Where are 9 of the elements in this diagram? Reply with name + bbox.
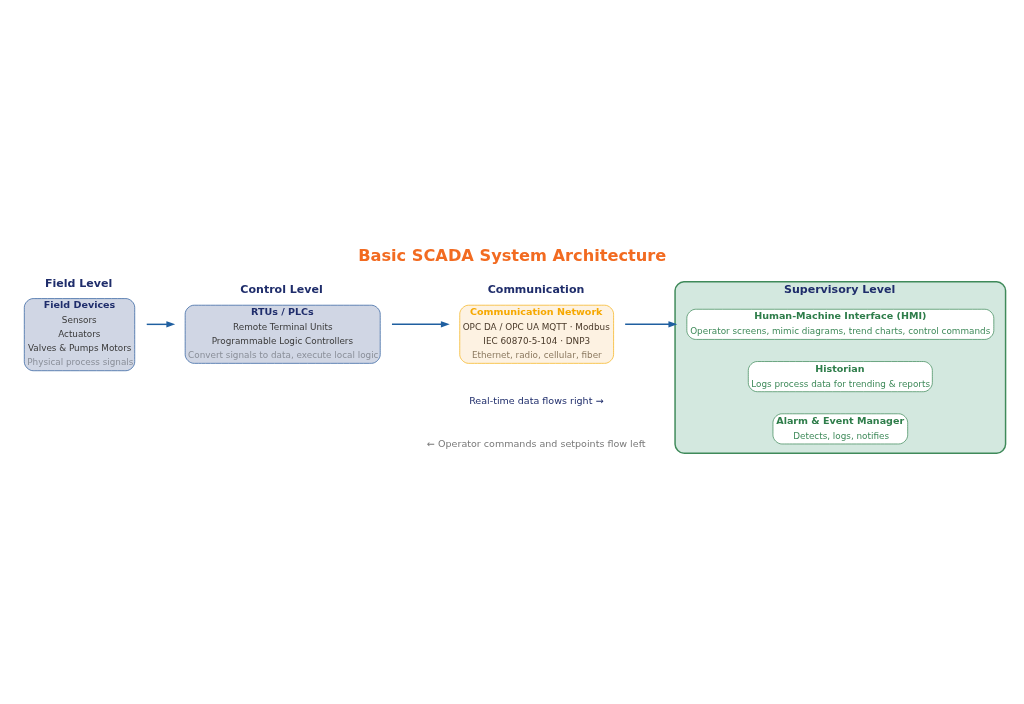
node-label: Control Level — [240, 282, 323, 296]
label: Real-time data flows right → — [469, 394, 604, 406]
arrow — [146, 320, 176, 327]
node-label: Field Level — [44, 276, 113, 290]
label: ← Operator commands and setpoints flow left — [427, 437, 646, 449]
diagram-title: Basic SCADA System Architecture — [358, 245, 667, 265]
arrow — [624, 320, 678, 327]
arrow — [391, 320, 450, 327]
node-label: Communication — [487, 282, 585, 296]
